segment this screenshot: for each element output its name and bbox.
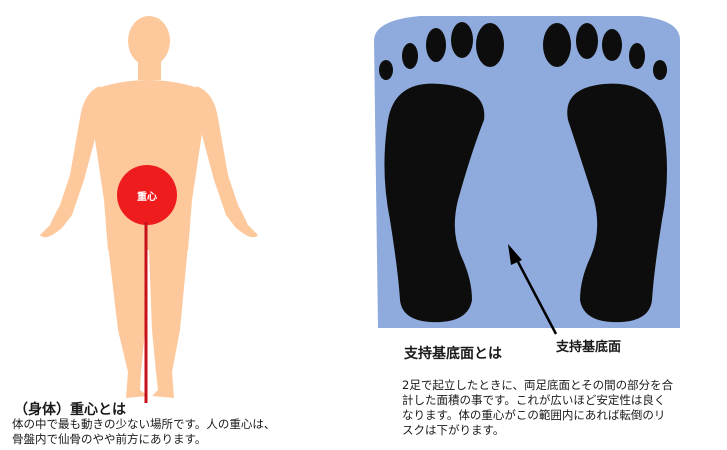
cog-description-line: 体の中で最も動きの少ない場所です。人の重心は、 xyxy=(12,417,352,432)
support-base-description: 2足で起立したときに、両足底面とその間の部分を合 計した面積の事です。これが広い… xyxy=(402,378,722,438)
sb-description-line: スクは下がります。 xyxy=(402,423,722,438)
center-of-gravity-heading: （身体）重心とは xyxy=(14,399,126,419)
support-base-heading: 支持基底面とは xyxy=(404,343,502,363)
sb-description-line: 2足で起立したときに、両足底面とその間の部分を合 xyxy=(402,378,722,393)
sb-description-line: 計した面積の事です。これが広いほど安定性は良く xyxy=(402,393,722,408)
support-base-arrow-label: 支持基底面 xyxy=(556,336,621,355)
center-of-gravity-description: 体の中で最も動きの少ない場所です。人の重心は、 骨盤内で仙骨のやや前方にあります… xyxy=(12,417,352,447)
cog-marker-label: 重心 xyxy=(131,188,163,203)
cog-description-line: 骨盤内で仙骨のやや前方にあります。 xyxy=(12,432,352,447)
sb-description-line: なります。体の重心がこの範囲内にあれば転倒のリ xyxy=(402,408,722,423)
